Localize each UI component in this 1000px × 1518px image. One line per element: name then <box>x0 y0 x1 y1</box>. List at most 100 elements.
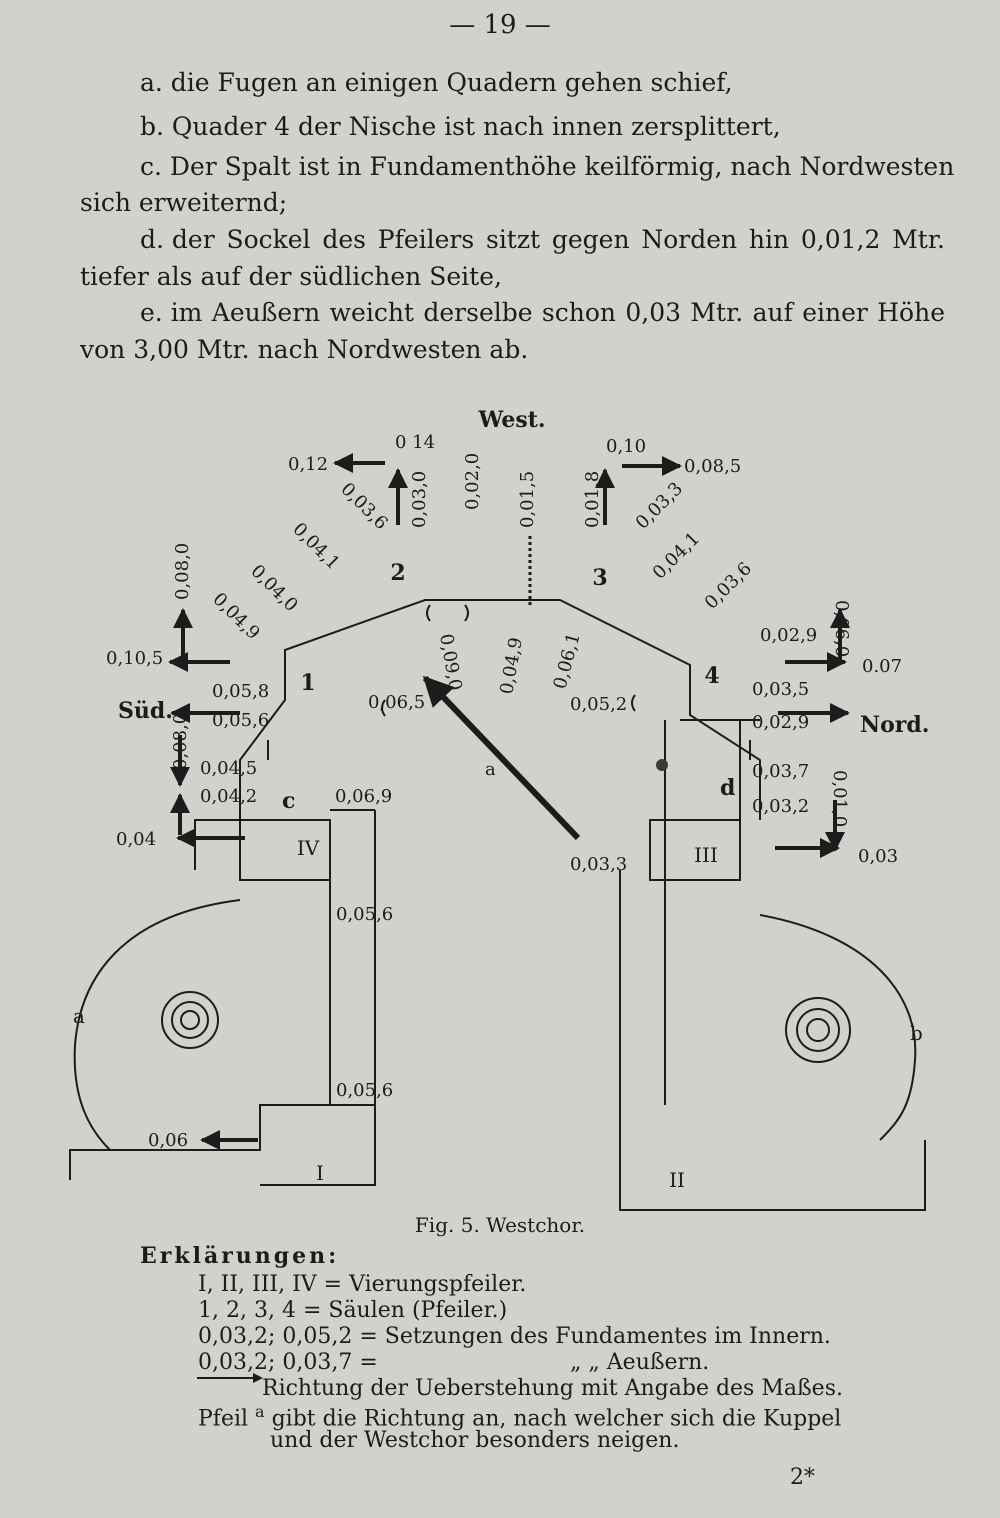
measure-060: 0,06,0 <box>831 600 852 657</box>
plan-lines <box>69 599 926 1211</box>
measure-041b: 0,04,1 <box>649 528 704 583</box>
column-label-1: 1 <box>300 670 315 696</box>
measure-010: 0,10 <box>606 436 646 457</box>
word: schon <box>541 298 616 327</box>
measure-032: 0,03,2 <box>752 796 809 817</box>
legend-arrow-word: Pfeil <box>198 1406 249 1432</box>
measure-049a: 0,04,9 <box>208 589 263 644</box>
measure-029a: 0,02,9 <box>760 625 817 646</box>
legend-line-2: 1, 2, 3, 4 = Säulen (Pfeiler.) <box>198 1298 508 1323</box>
column-ring-b <box>785 997 851 1063</box>
measure-090: 0,09,0 <box>435 632 466 692</box>
measure-040: 0,04,0 <box>246 561 301 616</box>
measure-056c: 0,05,6 <box>336 1080 393 1101</box>
legend-arrow-icon <box>197 1373 263 1383</box>
pier-iii-outline <box>649 819 741 881</box>
main-tilt-arrow <box>422 675 581 841</box>
column-label-3: 3 <box>592 565 607 591</box>
apse-right-arc <box>759 914 917 1141</box>
paragraph-a: a. die Fugen an einigen Quadern gehen sc… <box>140 68 733 97</box>
legend-line-4a: 0,03,2; 0,03,7 = <box>198 1350 378 1375</box>
word: weicht <box>329 298 414 327</box>
measure-010b: 0,01,0 <box>829 770 850 827</box>
pier-label-iii: III <box>694 843 718 867</box>
paragraph-d-line1: d. der Sockel des Pfeilers sitzt gegen N… <box>140 225 945 254</box>
word: 0,03 <box>625 298 682 327</box>
legend-line-3: 0,03,2; 0,05,2 = Setzungen des Fundament… <box>198 1324 831 1349</box>
measure-012: 0,12 <box>288 454 328 475</box>
measure-036b: 0,03,6 <box>701 558 756 613</box>
ink-spot <box>656 759 668 771</box>
direction-nord: Nord. <box>860 712 929 738</box>
measure-058: 0,05,8 <box>212 681 269 702</box>
pier-label-iv: IV <box>297 836 320 860</box>
word: hin <box>748 225 790 254</box>
word: d. der <box>140 225 215 254</box>
word: gegen <box>551 225 630 254</box>
measure-003: 0,03 <box>858 846 898 867</box>
measure-042: 0,04,2 <box>200 786 257 807</box>
pier-label-i: I <box>316 1161 324 1185</box>
measure-061: 0,06,1 <box>550 631 585 692</box>
legend-arrow-letter: a <box>255 1402 265 1421</box>
measure-014: 0 14 <box>395 432 435 453</box>
word: Mtr. <box>892 225 945 254</box>
apse-left-arc <box>73 899 241 1151</box>
direction-west: West. <box>477 407 545 433</box>
word: auf <box>752 298 793 327</box>
word: derselbe <box>423 298 533 327</box>
measure-069: 0,06,9 <box>335 786 392 807</box>
legend-arrow-desc: gibt die Richtung an, nach welcher sich … <box>271 1406 842 1432</box>
legend-line-5: Richtung der Ueberstehung mit Angabe des… <box>262 1376 843 1401</box>
page-number: — 19 — <box>449 10 551 40</box>
column-label-2: 2 <box>390 560 405 586</box>
letter-d: d <box>720 775 735 801</box>
measure-006: 0,06 <box>148 1130 188 1151</box>
word: Norden <box>641 225 738 254</box>
measure-035: 0,03,5 <box>752 679 809 700</box>
measure-004: 0,04 <box>116 829 156 850</box>
measure-029b: 0,02,9 <box>752 712 809 733</box>
paragraph-d-line2: tiefer als auf der südlichen Seite, <box>80 262 502 291</box>
deviation-arrows <box>168 453 850 1150</box>
pier-i-outline <box>69 1104 376 1186</box>
pier-label-ii: II <box>669 1168 685 1192</box>
measure-105: 0,10,5 <box>106 648 163 669</box>
paragraph-c-line2: sich erweiternd; <box>80 188 288 217</box>
paragraph-b: b. Quader 4 der Nische ist nach innen ze… <box>140 112 781 141</box>
measure-015: 0,01,5 <box>517 471 538 528</box>
pier-ii-outline <box>619 1105 926 1211</box>
measure-018: 0,01,8 <box>582 471 603 528</box>
measure-085: 0,08,5 <box>684 456 741 477</box>
signature-mark: 2* <box>790 1465 815 1490</box>
measure-041a: 0,04,1 <box>288 519 343 574</box>
measure-049b: 0,04,9 <box>496 636 527 696</box>
word: einer <box>802 298 868 327</box>
word: Höhe <box>877 298 945 327</box>
measure-033: 0,03,3 <box>632 478 687 533</box>
legend-line-1: I, II, III, IV = Vierungspfeiler. <box>198 1272 527 1297</box>
word: des <box>322 225 366 254</box>
paragraph-c-line1: c. Der Spalt ist in Fundamenthöhe keilfö… <box>140 152 955 181</box>
letter-b: b <box>910 1021 923 1045</box>
measure-080a: 0,08,0 <box>172 543 193 600</box>
column-label-4: 4 <box>704 663 719 689</box>
measure-020: 0,02,0 <box>462 453 483 510</box>
direction-sued: Süd. <box>118 698 173 724</box>
column-ring-a <box>161 991 219 1049</box>
word: Pfeilers <box>377 225 475 254</box>
measure-080b: 0,08,0 <box>170 713 191 770</box>
measure-033b: 0,03,3 <box>570 854 627 875</box>
word: Sockel <box>226 225 311 254</box>
legend-title: Erklärungen: <box>140 1243 340 1269</box>
paragraph-e-line2: von 3,00 Mtr. nach Nordwesten ab. <box>80 335 529 364</box>
paragraph-e-line1: e. im Aeußern weicht derselbe schon 0,03… <box>140 298 945 327</box>
measure-056a: 0,05,6 <box>212 710 269 731</box>
legend-line-4b: „ „ Aeußern. <box>570 1350 710 1375</box>
measure-037: 0,03,7 <box>752 761 809 782</box>
measure-07: 0.07 <box>862 656 902 677</box>
letter-a: a <box>73 1004 85 1028</box>
legend-line-6: Pfeil a gibt die Richtung an, nach welch… <box>198 1402 841 1431</box>
measure-056b: 0,05,6 <box>336 904 393 925</box>
